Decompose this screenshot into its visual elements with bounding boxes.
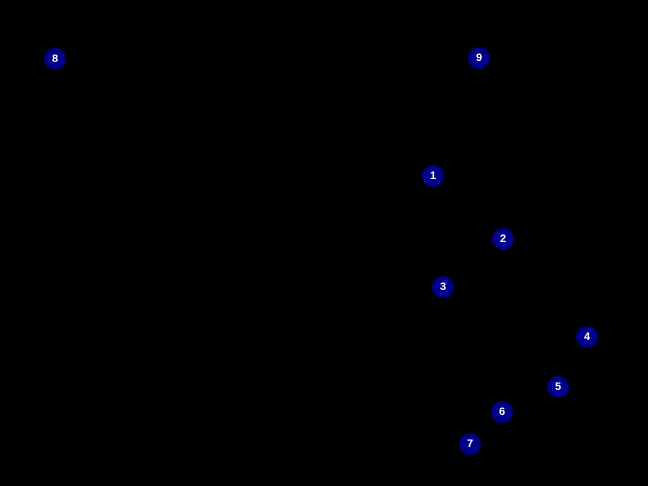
som-marker-badge-3[interactable]: 3: [432, 276, 454, 298]
som-marker-badge-9[interactable]: 9: [468, 47, 490, 69]
som-marker-badge-8[interactable]: 8: [44, 48, 66, 70]
som-marker-badge-5[interactable]: 5: [547, 376, 569, 398]
som-marker-badge-2[interactable]: 2: [492, 228, 514, 250]
som-marker-badge-6[interactable]: 6: [491, 401, 513, 423]
som-marker-badge-1[interactable]: 1: [422, 165, 444, 187]
som-marker-badge-4[interactable]: 4: [576, 326, 598, 348]
som-marker-badge-7[interactable]: 7: [459, 433, 481, 455]
